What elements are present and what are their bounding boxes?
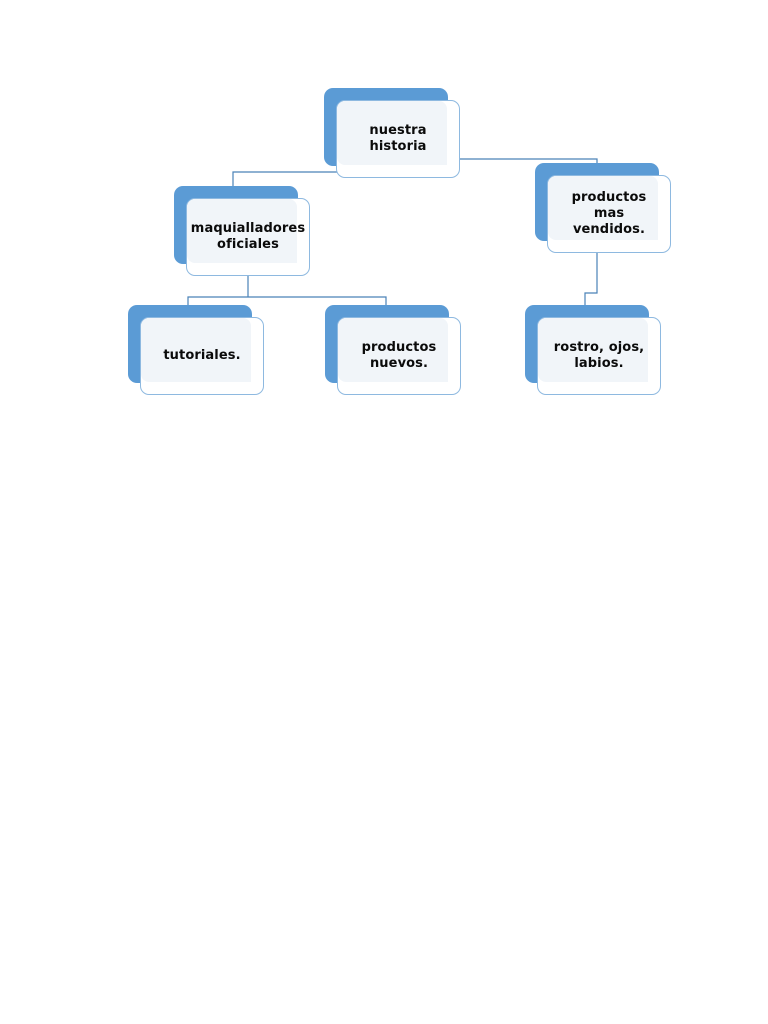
connector-productos-mas-vendidos-to-rostro: [584, 253, 598, 305]
node-card-inner: [538, 318, 648, 382]
node-rostro-ojos-labios[interactable]: rostro, ojos, labios.: [525, 305, 661, 395]
node-card-inner: [187, 199, 297, 263]
node-maquialladores[interactable]: maquialladores oficiales: [174, 186, 310, 276]
node-card: rostro, ojos, labios.: [537, 317, 661, 395]
node-productos-mas-vendidos[interactable]: productos mas vendidos.: [535, 163, 671, 253]
node-card: maquialladores oficiales: [186, 198, 310, 276]
node-label: tutoriales.: [163, 347, 241, 363]
connector-maquialladores-to-tutoriales: [187, 296, 248, 305]
node-card-inner: [548, 176, 658, 240]
node-card: productos mas vendidos.: [547, 175, 671, 253]
connector-root-to-productos-mas-vendidos: [460, 158, 598, 163]
node-tutoriales[interactable]: tutoriales.: [128, 305, 264, 395]
node-label: nuestra historia: [369, 122, 427, 154]
node-label: rostro, ojos, labios.: [553, 339, 645, 371]
node-card-inner: [141, 318, 251, 382]
node-card: productos nuevos.: [337, 317, 461, 395]
node-root[interactable]: nuestra historia: [324, 88, 460, 178]
node-card: tutoriales.: [140, 317, 264, 395]
node-card-inner: [338, 318, 448, 382]
node-label: productos mas vendidos.: [571, 189, 647, 238]
connector-maquialladores-to-productos-nuevos: [248, 296, 387, 305]
node-card-inner: [337, 101, 447, 165]
node-label: maquialladores oficiales: [190, 220, 306, 252]
node-label: productos nuevos.: [361, 339, 437, 371]
node-card: nuestra historia: [336, 100, 460, 178]
node-productos-nuevos[interactable]: productos nuevos.: [325, 305, 461, 395]
